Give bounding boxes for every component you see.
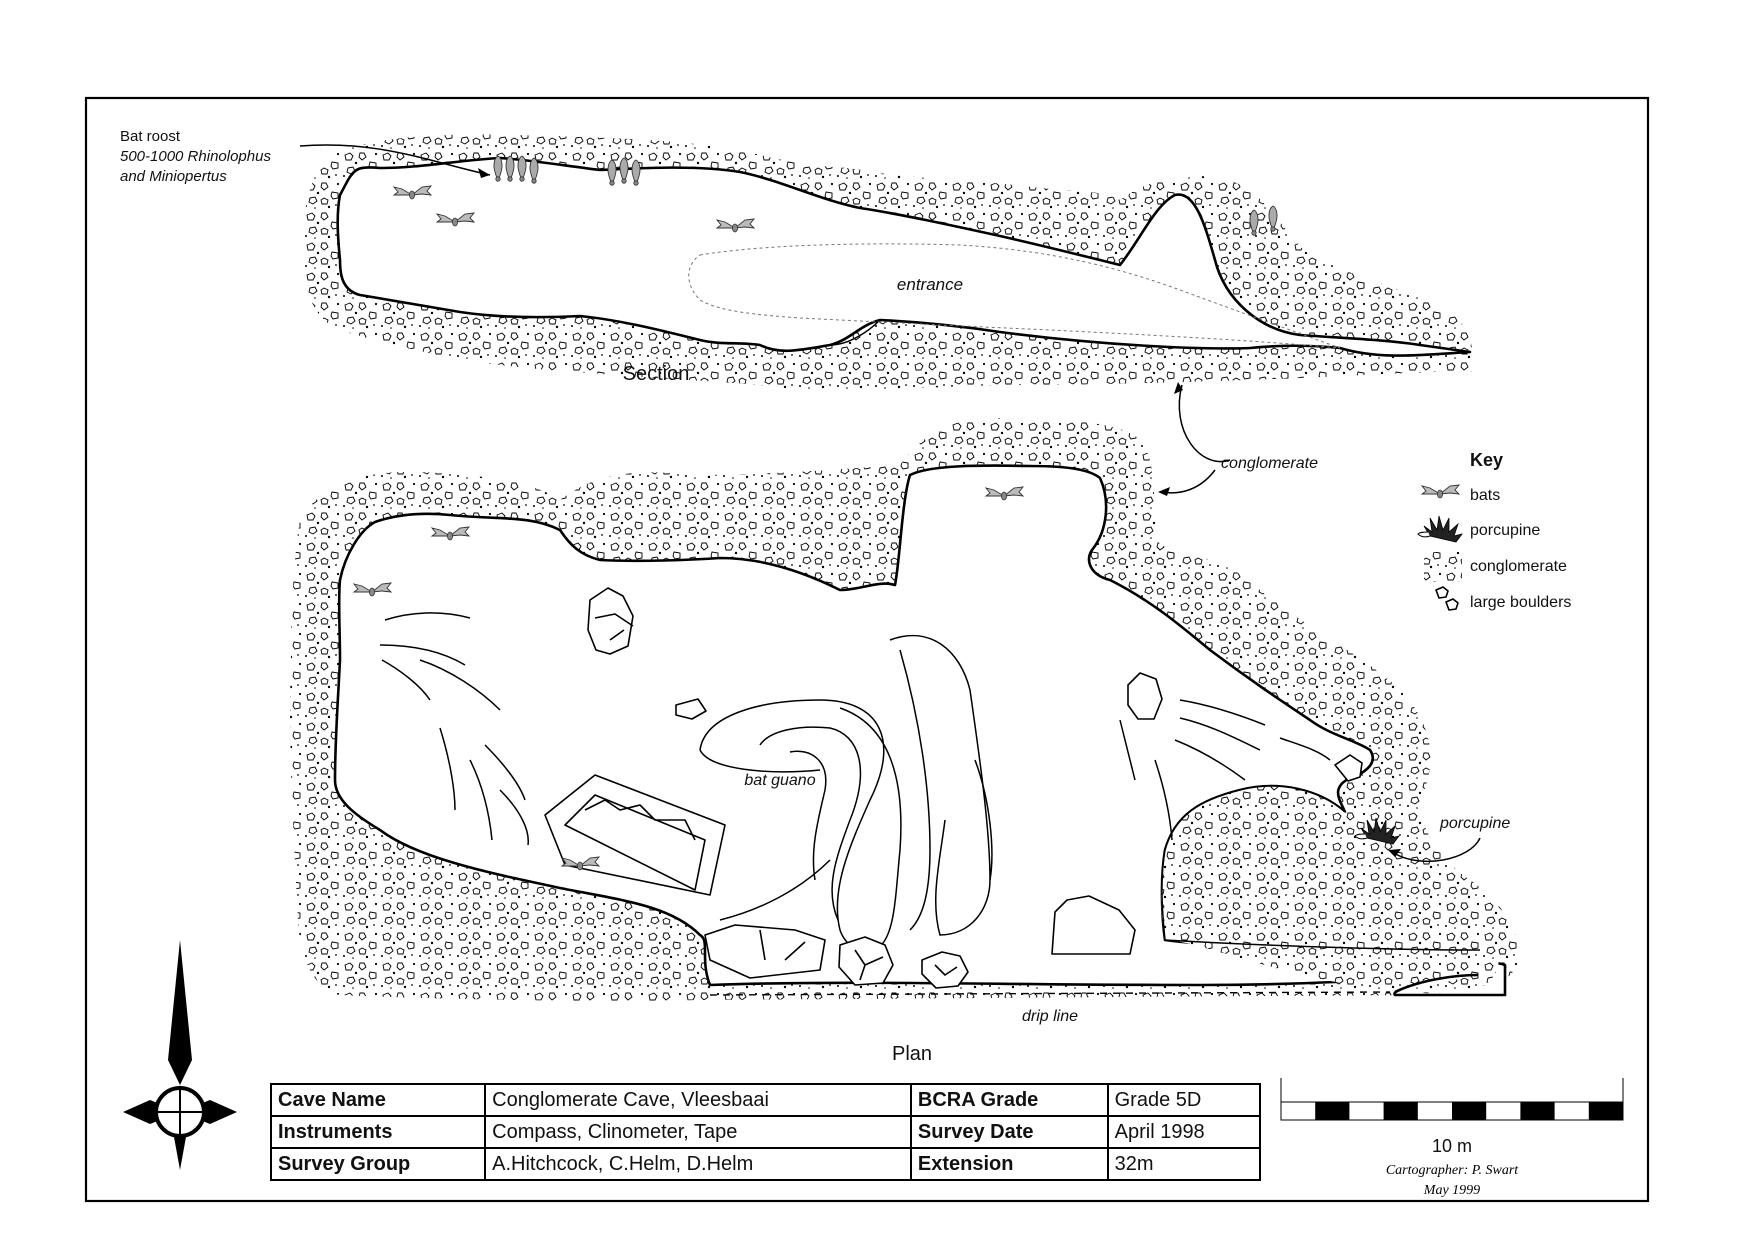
- section-view: entrance Section Bat roost 500-1000 Rhin…: [120, 128, 1473, 391]
- bat-roost-cluster-2: [607, 157, 641, 186]
- bat-guano-label: bat guano: [744, 772, 815, 789]
- survey-date-value: April 1998: [1106, 1115, 1262, 1149]
- survey-info-table: Cave Name Conglomerate Cave, Vleesbaai B…: [269, 1083, 1262, 1181]
- cartographer-credit: Cartographer: P. Swart: [1386, 1163, 1519, 1178]
- boulder-icon: [1127, 672, 1163, 720]
- key-label-bats: bats: [1470, 487, 1500, 504]
- key-label-boulders: large boulders: [1470, 594, 1571, 611]
- scale-segment: [1452, 1102, 1487, 1120]
- survey-group-key: Survey Group: [269, 1147, 487, 1181]
- boulder-icon: [1334, 754, 1363, 782]
- scale-bar: [1280, 1078, 1624, 1121]
- plan-title: Plan: [892, 1043, 932, 1065]
- credit-date: May 1999: [1423, 1183, 1480, 1198]
- map-frame: [84, 96, 1650, 1203]
- drip-line-label: drip line: [1022, 1008, 1078, 1025]
- scale-segment: [1588, 1102, 1623, 1120]
- boulder-icon: [704, 924, 826, 979]
- survey-date-key: Survey Date: [909, 1115, 1109, 1149]
- section-title: Section: [623, 363, 690, 385]
- plan-view: porcupine drip line: [290, 418, 1520, 1065]
- table-row: Cave Name Conglomerate Cave, Vleesbaai B…: [269, 1083, 1262, 1117]
- porcupine-icon: [1417, 515, 1463, 543]
- conglomerate-swatch: [1424, 552, 1462, 582]
- boulder-icon: [1445, 598, 1459, 611]
- table-row: Survey Group A.Hitchcock, C.Helm, D.Helm…: [269, 1147, 1262, 1181]
- key-label-conglomerate: conglomerate: [1470, 558, 1567, 575]
- conglomerate-label: conglomerate: [1221, 455, 1318, 472]
- extension-value: 32m: [1106, 1147, 1262, 1181]
- scale-segment: [1383, 1102, 1418, 1120]
- survey-group-value: A.Hitchcock, C.Helm, D.Helm: [484, 1147, 912, 1181]
- conglomerate-pointer-up: [1178, 384, 1231, 463]
- cave-name-value: Conglomerate Cave, Vleesbaai: [484, 1083, 912, 1117]
- bcra-grade-value: Grade 5D: [1106, 1083, 1262, 1117]
- north-arrow-icon: [123, 940, 237, 1170]
- map-key: Key bats porcupine conglomerate large bo…: [1417, 450, 1571, 611]
- bat-roost-species-2: and Miniopertus: [120, 168, 227, 185]
- boulder-icon: [675, 698, 707, 720]
- key-label-porcupine: porcupine: [1470, 522, 1540, 539]
- bat-roost-pointer: [299, 144, 491, 176]
- drip-rim: [1394, 973, 1479, 994]
- conglomerate-pointer-down: [1161, 469, 1216, 494]
- boulder-icon: [1435, 586, 1449, 599]
- extension-key: Extension: [909, 1147, 1109, 1181]
- bat-roost-title: Bat roost: [120, 128, 181, 145]
- boulder-icon: [587, 587, 634, 655]
- porcupine-pointer: [1391, 837, 1481, 863]
- guano-contours: [379, 612, 1331, 952]
- porcupine-label: porcupine: [1439, 815, 1510, 832]
- section-passage: [336, 156, 1472, 357]
- cave-name-key: Cave Name: [269, 1083, 487, 1117]
- drip-line: [709, 991, 1391, 996]
- instruments-key: Instruments: [269, 1115, 487, 1149]
- scale-label: 10 m: [1432, 1136, 1472, 1156]
- bat-roost-species-1: 500-1000 Rhinolophus: [120, 148, 271, 165]
- scale-segment: [1315, 1102, 1350, 1120]
- boulder-icon: [921, 951, 969, 989]
- boulder-icon: [838, 936, 894, 986]
- boulder-icon: [1051, 895, 1136, 955]
- bcra-grade-key: BCRA Grade: [909, 1083, 1109, 1117]
- instruments-value: Compass, Clinometer, Tape: [484, 1115, 912, 1149]
- key-title: Key: [1470, 450, 1503, 470]
- scale-segment: [1520, 1102, 1555, 1120]
- table-row: Instruments Compass, Clinometer, Tape Su…: [269, 1115, 1262, 1149]
- plan-conglomerate-island: [1161, 786, 1500, 994]
- entrance-label: entrance: [897, 275, 963, 294]
- bat-icon: [1421, 484, 1460, 499]
- entrance-outline: [688, 243, 1341, 349]
